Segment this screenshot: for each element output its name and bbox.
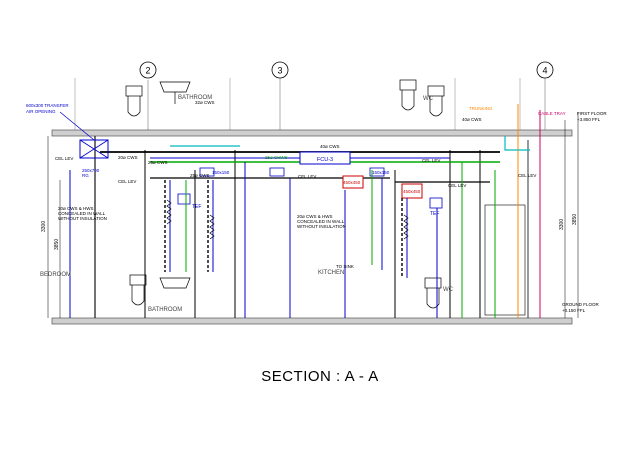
pipe-label: 25ø CWS: [190, 173, 210, 178]
first-floor-slab: [51, 129, 573, 137]
room-label: BATHROOM: [148, 307, 182, 313]
equipment-label: TEF: [430, 211, 439, 217]
pipe-label: 20ø CWS: [118, 155, 138, 160]
annotation: CONCEALED IN WALL: [58, 211, 106, 216]
dimension-label: 3300: [559, 219, 565, 230]
annotation: CABLE TRAY: [538, 111, 566, 116]
door: [484, 204, 526, 316]
toilet-icon: [424, 277, 442, 309]
level-label: +0.150 FFL: [562, 308, 586, 313]
ground-floor-slab: [51, 317, 573, 325]
pipe-label: 25ø CHWS: [265, 155, 288, 160]
annotation: RG: [82, 173, 89, 178]
tef-box: [177, 193, 191, 205]
room-label: BEDROOM: [40, 272, 71, 278]
ceiling-level-label: CEL LEV: [298, 174, 316, 179]
ceiling-level-label: CEL LEV: [448, 183, 466, 188]
annotation: 600x300 TRANSFER: [26, 103, 69, 108]
basin-icon: [159, 81, 191, 104]
level-label: +3.850 FFL: [577, 117, 601, 122]
duct-size-label: 450x450: [343, 180, 361, 185]
room-label: WC: [423, 96, 434, 102]
pipe-coil: [403, 214, 409, 240]
level-label: FIRST FLOOR: [577, 111, 607, 116]
red-duct-box: [401, 183, 423, 199]
grid-marker-label: 4: [542, 66, 547, 76]
grid-marker-label: 2: [145, 66, 150, 76]
grid-marker-2: 2: [139, 61, 157, 79]
leader-line: [59, 111, 95, 141]
duct-box: [369, 167, 385, 177]
ceiling-level-label: CEL LEV: [518, 173, 536, 178]
duct-size-label: 450x450: [403, 189, 421, 194]
annotation: TO SINK: [336, 264, 354, 269]
duct-size-label: 150x150: [372, 170, 390, 175]
red-duct-box: [342, 175, 364, 189]
annotation: 250x700: [82, 168, 100, 173]
pipe-label: 40ø CWS: [462, 117, 482, 122]
tef-box: [429, 197, 443, 209]
level-label: GROUND FLOOR: [562, 302, 600, 307]
duct-box: [269, 167, 285, 177]
dimension-label: 3850: [54, 239, 60, 250]
pipe-coil: [209, 214, 215, 240]
room-label: KITCHEN: [318, 270, 344, 276]
cyan-pipe: [504, 136, 530, 151]
toilet-icon: [399, 79, 417, 111]
pipe-coil: [166, 199, 172, 225]
duct-box: [199, 167, 215, 177]
pipe-label: 25ø CWS: [148, 160, 168, 165]
grid-marker-3: 3: [271, 61, 289, 79]
dimension-label: 3850: [572, 214, 578, 225]
basin-icon: [159, 277, 191, 289]
annotation: CONCEALED IN WALL: [297, 219, 345, 224]
section-title: SECTION : A - A: [261, 368, 379, 385]
fcu-unit: [299, 151, 351, 165]
annotation: WITHOUT INSULATION: [297, 224, 346, 229]
fcu-label: FCU-3: [317, 157, 333, 163]
annotation: TRUNKING: [469, 106, 493, 111]
annotation: AIR OPENING: [26, 109, 56, 114]
annotation: 20ø CWS & HWS: [58, 206, 94, 211]
annotation: 20ø CWS & HWS: [297, 214, 333, 219]
toilet-icon: [427, 85, 445, 117]
grid-marker-4: 4: [536, 61, 554, 79]
grid-marker-label: 3: [277, 66, 282, 76]
pipe-label: 32ø CWS: [195, 100, 215, 105]
pipe-label: 40ø CWS: [320, 144, 340, 149]
toilet-icon: [129, 274, 147, 306]
equipment-label: TEF: [192, 204, 201, 210]
ceiling-level-label: CEL LEV: [55, 156, 73, 161]
annotation: WITHOUT INSULATION: [58, 216, 107, 221]
room-label: WC: [443, 287, 454, 293]
box-diagonal: [79, 139, 109, 159]
room-label: BATHROOM: [178, 95, 212, 101]
duct-size-label: 150x150: [212, 170, 230, 175]
ceiling-level-label: CEL LEV: [422, 158, 440, 163]
dimension-label: 3300: [41, 221, 47, 232]
ceiling-level-label: CEL LEV: [118, 179, 136, 184]
toilet-icon: [125, 85, 143, 117]
